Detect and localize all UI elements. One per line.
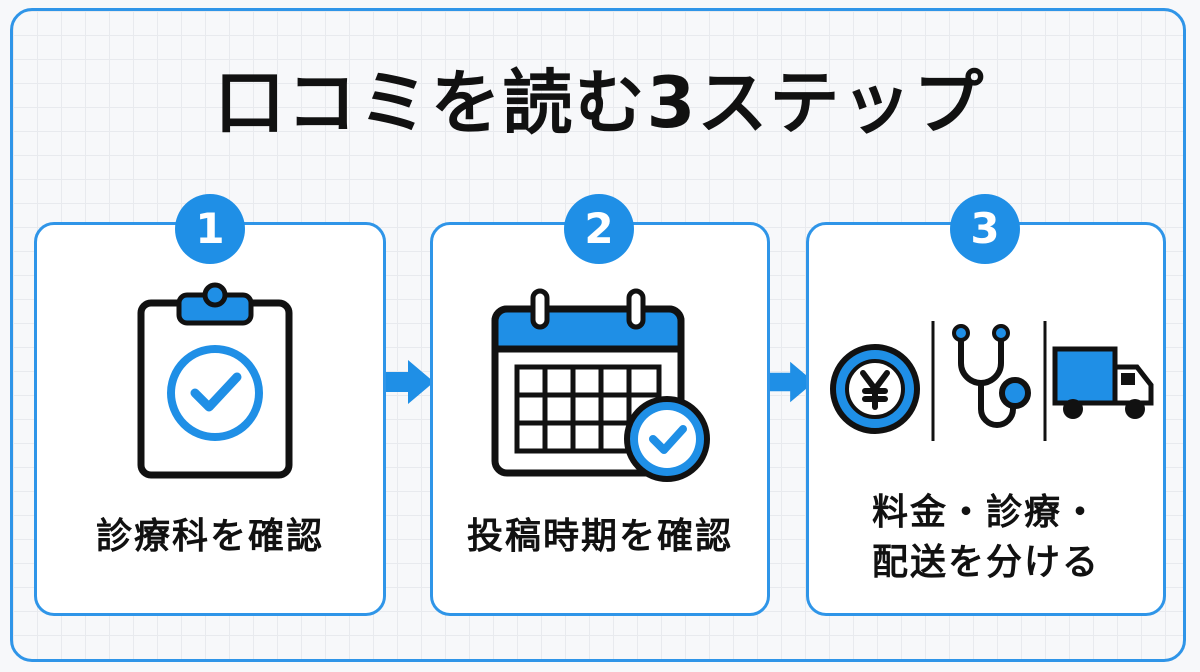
step-card-1: 診療科を確認 xyxy=(34,222,386,616)
divider-line xyxy=(931,321,935,441)
step-card-2: 投稿時期を確認 xyxy=(430,222,770,616)
step-card-3: 料金・診療・ 配送を分ける xyxy=(806,222,1166,616)
step-badge-1: 1 xyxy=(175,194,245,264)
step-badge-3: 3 xyxy=(950,194,1020,264)
clipboard-check-icon xyxy=(137,282,293,479)
calendar-check-icon xyxy=(491,288,710,482)
truck-icon xyxy=(1052,346,1154,419)
step-label-3-line1: 料金・診療・ xyxy=(871,492,1100,533)
yen-coin-icon xyxy=(830,344,920,434)
arrow-right-icon xyxy=(769,361,815,403)
step-label-1: 診療科を確認 xyxy=(95,516,324,557)
step-label-2: 投稿時期を確認 xyxy=(466,516,733,557)
diagram-title: 口コミを読む3ステップ xyxy=(214,62,986,144)
step-badge-2: 2 xyxy=(564,194,634,264)
step-label-3-line2: 配送を分ける xyxy=(871,542,1100,583)
stethoscope-icon xyxy=(952,324,1031,428)
arrow-right-icon xyxy=(386,360,434,404)
divider-line xyxy=(1043,321,1047,441)
